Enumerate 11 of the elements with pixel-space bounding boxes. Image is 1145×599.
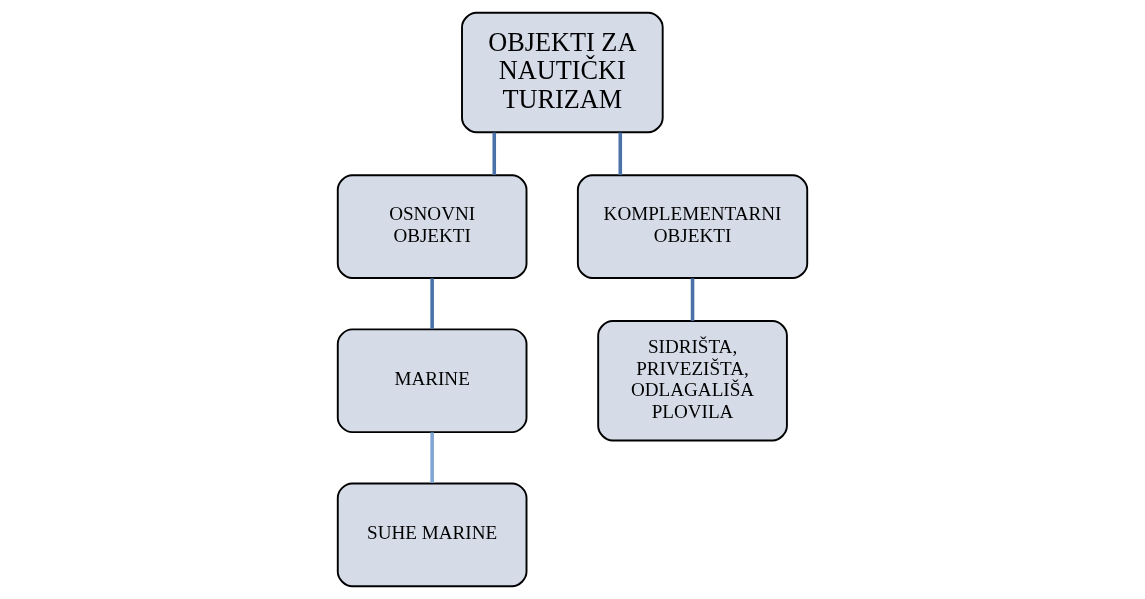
node-box: OBJEKTI ZA NAUTIČKI TURIZAM: [461, 11, 664, 134]
connector: [690, 278, 695, 321]
connector: [618, 132, 623, 176]
node-box: OSNOVNI OBJEKTI: [336, 174, 528, 279]
node-box: SIDRIŠTA, PRIVEZIŠTA, ODLAGALIŠA PLOVILA: [597, 320, 788, 442]
connector: [430, 432, 434, 483]
node-box: KOMPLEMENTARNI OBJEKTI: [576, 174, 809, 279]
connector: [492, 132, 497, 176]
node-box: MARINE: [336, 328, 528, 434]
node-box: SUHE MARINE: [336, 482, 528, 588]
connector: [430, 278, 434, 329]
